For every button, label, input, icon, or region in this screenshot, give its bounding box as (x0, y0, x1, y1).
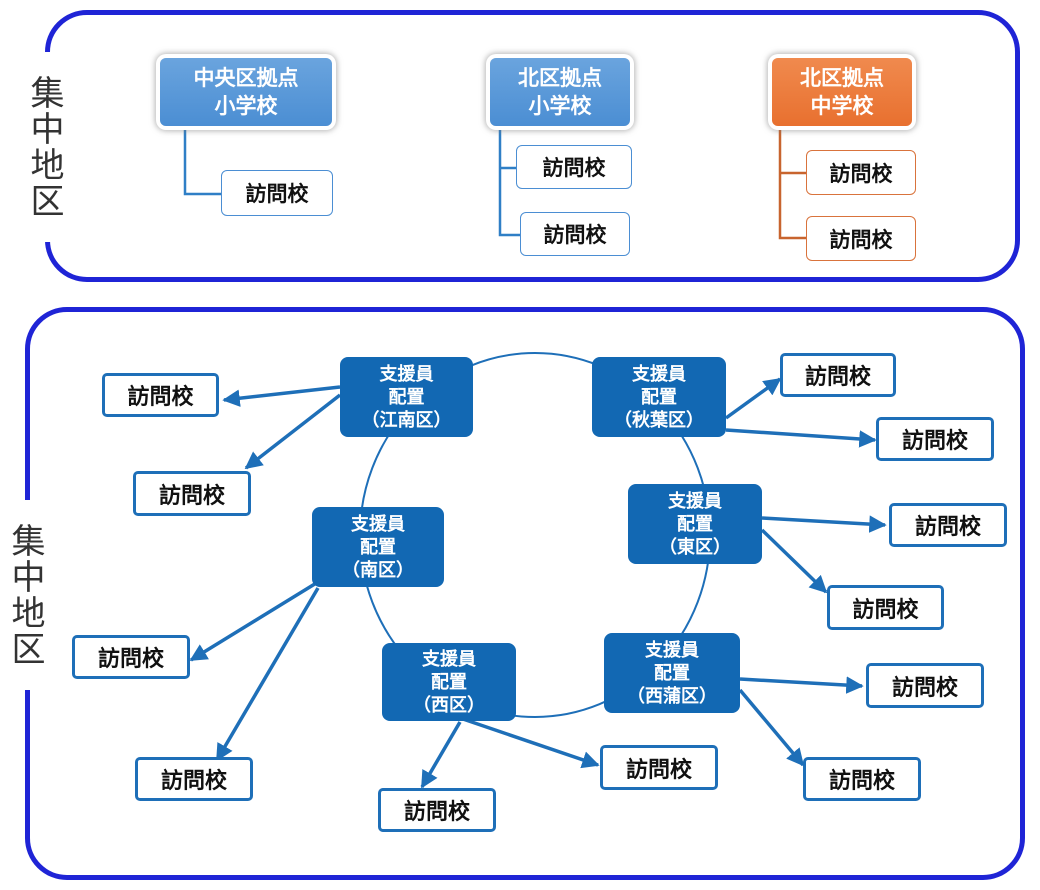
arrow-akiha-1 (724, 377, 782, 420)
hub-north-elementary: 北区拠点 小学校 (490, 58, 630, 126)
bottom-region-label: 集中地区 (3, 500, 47, 690)
staff-line3: （西区） (413, 694, 485, 716)
staff-line3: （西蒲区） (627, 685, 717, 707)
arrow-akiha-2 (725, 428, 877, 448)
visit-school-nishi-1: 訪問校 (600, 745, 718, 790)
visit-school-north-jr-2: 訪問校 (806, 216, 916, 261)
arrow-konan-1 (222, 385, 341, 407)
visit-school-akiha-1: 訪問校 (780, 353, 896, 397)
arrow-nishikan-2 (738, 688, 805, 767)
staff-line1: 支援員 (668, 490, 722, 512)
staff-node-nishi: 支援員 配置 （西区） (382, 643, 516, 721)
arrow-higashi-2 (760, 528, 828, 594)
staff-node-konan: 支援員 配置 （江南区） (340, 357, 473, 437)
staff-line2: 配置 (641, 386, 677, 408)
visit-school-higashi-1: 訪問校 (889, 503, 1007, 547)
staff-node-higashi: 支援員 配置 （東区） (628, 484, 762, 564)
arrow-nishikan-1 (739, 676, 864, 694)
tree-line-central (183, 128, 221, 196)
hub-central-elementary: 中央区拠点 小学校 (160, 58, 332, 126)
staff-node-akiha: 支援員 配置 （秋葉区） (592, 357, 726, 437)
staff-line3: （秋葉区） (614, 409, 704, 431)
arrow-nishi-2 (420, 721, 462, 789)
visit-school-north-jr-1: 訪問校 (806, 150, 916, 195)
visit-school-nishikan-1: 訪問校 (866, 663, 984, 708)
visit-school-higashi-2: 訪問校 (827, 585, 944, 630)
staff-line1: 支援員 (422, 648, 476, 670)
visit-school-konan-2: 訪問校 (133, 471, 251, 516)
staff-line1: 支援員 (645, 639, 699, 661)
staff-line1: 支援員 (632, 363, 686, 385)
arrow-minami-2 (215, 587, 320, 762)
staff-line2: 配置 (654, 662, 690, 684)
staff-line2: 配置 (677, 513, 713, 535)
staff-node-nishikan: 支援員 配置 （西蒲区） (604, 633, 740, 713)
arrow-higashi-1 (761, 515, 887, 533)
staff-line2: 配置 (388, 386, 425, 408)
staff-line2: 配置 (360, 536, 396, 558)
tree-line-north-jr (778, 128, 806, 240)
staff-node-minami: 支援員 配置 （南区） (312, 507, 444, 587)
staff-line3: （江南区） (361, 409, 452, 431)
visit-school-akiha-2: 訪問校 (876, 417, 994, 461)
visit-school-nishikan-2: 訪問校 (803, 757, 921, 801)
arrow-konan-2 (244, 393, 342, 470)
top-region-label: 集中地区 (22, 52, 66, 242)
hub-north-junior-high: 北区拠点 中学校 (772, 58, 912, 126)
visit-school-nishi-2: 訪問校 (378, 788, 496, 832)
staff-line3: （南区） (342, 559, 414, 581)
tree-line-north-elem (498, 128, 520, 237)
visit-school-minami-2: 訪問校 (135, 757, 253, 801)
staff-line3: （東区） (659, 536, 731, 558)
visit-school-minami-1: 訪問校 (72, 635, 190, 679)
arrow-minami-1 (189, 580, 319, 662)
arrow-nishi-1 (459, 716, 600, 769)
staff-line2: 配置 (431, 671, 467, 693)
visit-school-north-elem-1: 訪問校 (516, 145, 632, 189)
visit-school-north-elem-2: 訪問校 (520, 212, 630, 256)
visit-school-konan-1: 訪問校 (102, 373, 219, 417)
visit-school-central-1: 訪問校 (221, 170, 333, 216)
staff-line1: 支援員 (351, 513, 405, 535)
staff-line1: 支援員 (379, 363, 434, 385)
